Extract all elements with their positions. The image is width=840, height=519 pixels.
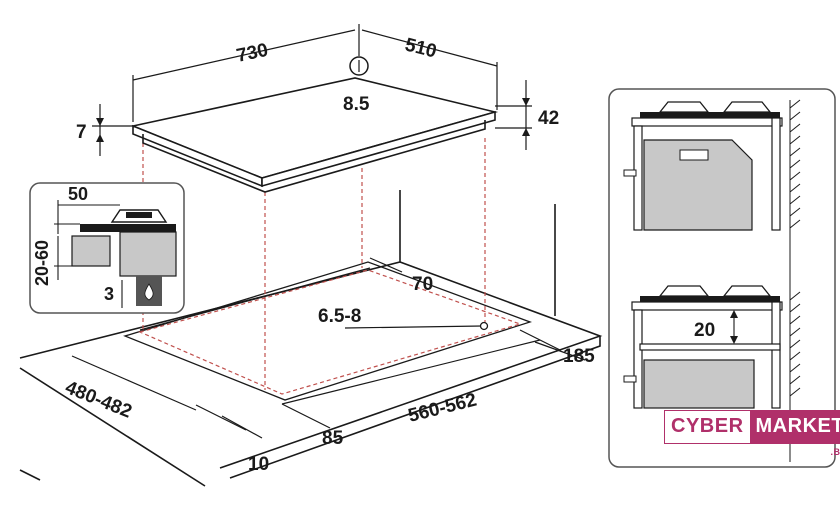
dim-85-line [281,403,331,429]
label-cutout-depth: 480-482 [62,377,135,423]
detail-hob-body [119,231,177,277]
section-bottom-hob [640,296,780,302]
dim-cutwidth-line [281,339,541,405]
hob [130,77,499,193]
section-top [623,101,783,231]
cutout-inner-front [139,267,371,331]
wall-hatching [789,99,801,462]
cybermarket-logo: CYBER MARKET .BY [664,410,840,457]
hob-right-face [261,110,496,188]
label-small-gap: 3 [104,284,114,304]
logo-text-market-word: MARKET [755,415,840,437]
label-total-height: 42 [538,108,559,129]
gas-inlet [349,56,369,76]
label-width: 730 [235,40,270,67]
section-bottom-oven [643,359,755,409]
section-top-oven-vent [679,149,709,161]
worktop-front-edge-lower [19,469,41,481]
label-wall-gap: 10 [248,454,269,475]
arrow-42-top [522,98,530,106]
dim-fixing-leader [344,325,483,329]
section-bottom: 20 [623,285,783,409]
arrow-20-bottom [730,336,738,344]
dim-width-line [132,29,356,81]
dimension-lines [71,24,586,439]
arrow-42-bottom [522,128,530,136]
detail-hob-plate [80,224,176,232]
logo-text-cyber: CYBER [665,411,750,443]
arrow-7-top [96,118,104,126]
cutout [123,261,532,401]
dim-10-line [221,415,263,439]
section-top-hob [640,112,780,118]
fixing-point-icon [479,321,489,331]
section-bottom-side-right [771,301,781,409]
label-fixing: 6.5-8 [318,306,361,327]
section-top-worktop [631,117,783,127]
section-top-knob [623,169,637,177]
logo-text-market: MARKET .BY [749,411,840,457]
dim-cutdepth-line [71,355,197,411]
dim-depth-line [361,29,498,67]
label-top-clearance: 50 [68,184,88,204]
section-bottom-shelf [639,343,781,351]
label-cutout-width: 560-562 [406,390,479,427]
section-top-burner-left [658,101,710,113]
detail-inset: 50 20-60 3 [29,182,185,314]
gas-drop-icon [144,283,154,301]
dim-185-line [534,341,586,361]
label-gas-inlet: 8.5 [343,94,370,115]
label-glass-thickness: 7 [76,122,87,143]
cutout-dashed-outline [138,269,522,395]
dim-cutdepth-ext [195,404,247,431]
dim-cutwidth-ext-r [519,329,561,351]
section-top-oven [643,139,753,231]
detail-burner-inner [126,212,152,218]
label-depth-range: 20-60 [32,240,52,286]
label-front-edge: 85 [322,428,344,449]
dim-70-line [369,257,403,273]
detail-oven-box [71,235,111,267]
label-cutout-front-gap: 70 [412,274,433,295]
cutout-outline [123,261,532,401]
worktop-front-edge [19,367,206,487]
section-bottom-worktop [631,301,783,311]
section-top-side-right [771,117,781,231]
section-top-burner-right [722,101,772,113]
section-top-side-left [633,125,643,231]
cross-section-panel: 20 [608,88,836,468]
section-bottom-side-left [633,309,643,409]
arrowheads [96,98,530,142]
label-depth: 510 [403,34,439,62]
arrow-20-top [730,310,738,318]
label-side-clearance: 185 [563,346,595,367]
arrow-7-bottom [96,134,104,142]
hob-body [142,120,486,193]
section-bottom-burner-left [658,285,710,297]
section-bottom-burner-right [722,285,772,297]
worktop-right-edge [229,336,601,479]
label-shelf-gap: 20 [694,320,715,341]
logo-text-suffix: .BY [830,447,840,457]
section-bottom-knob [623,375,637,383]
cutout-dashed [138,269,522,395]
